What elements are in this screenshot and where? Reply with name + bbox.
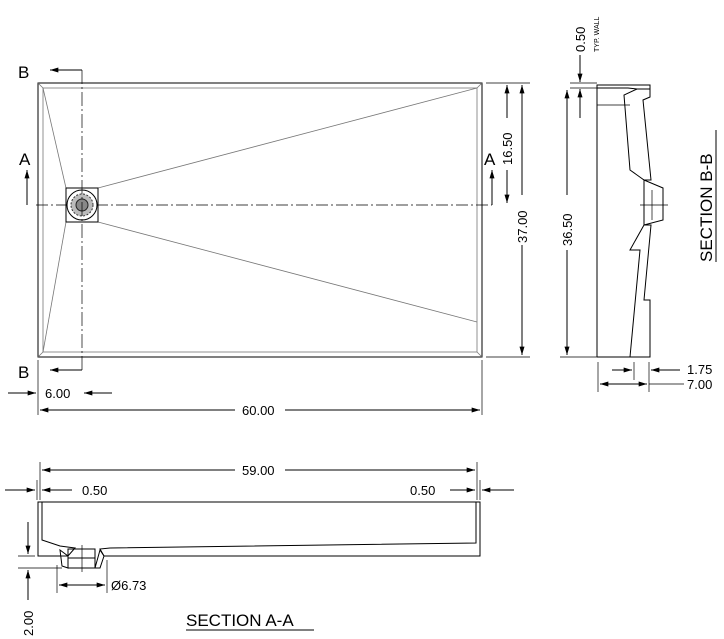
plan-view: B B A A 16.50 37.00 6.00 60.00: [8, 63, 530, 418]
section-a-label-left: A: [19, 150, 31, 169]
dim-overall-width: 60.00: [242, 403, 275, 418]
dim-total-height: 7.00: [687, 377, 712, 392]
dim-drain-offset-x: 6.00: [45, 386, 70, 401]
dim-overall-depth: 37.00: [515, 210, 530, 243]
section-b-label-top: B: [18, 63, 29, 82]
dim-base-height: 2.00: [21, 611, 36, 636]
dim-drain-height: 1.75: [687, 362, 712, 377]
dim-wall-left: 0.50: [82, 483, 107, 498]
dim-drain-diameter: Ø6.73: [111, 578, 146, 593]
section-b-label-bottom: B: [18, 363, 29, 382]
section-aa: 59.00 0.50 0.50 2.00 Ø6.73 SECTION A-A: [5, 462, 514, 636]
wall-note: TYP. WALL: [594, 16, 601, 52]
section-aa-title: SECTION A-A: [186, 611, 294, 630]
inner-outline: [42, 87, 478, 353]
section-a-label-right: A: [484, 150, 496, 169]
outer-outline: [37, 82, 483, 358]
dim-inner-depth: 36.50: [560, 213, 575, 246]
dim-drain-offset-y: 16.50: [500, 132, 515, 165]
slope-lines: [42, 87, 478, 353]
drain-profile: [643, 179, 664, 226]
dim-wall: 0.50: [573, 27, 588, 52]
section-bb-title: SECTION B-B: [697, 153, 716, 262]
section-bb: 0.50 TYP. WALL 36.50 1.75 7.00 SECTION B…: [560, 16, 717, 392]
dim-inner-width: 59.00: [242, 463, 275, 478]
dim-wall-right: 0.50: [410, 483, 435, 498]
